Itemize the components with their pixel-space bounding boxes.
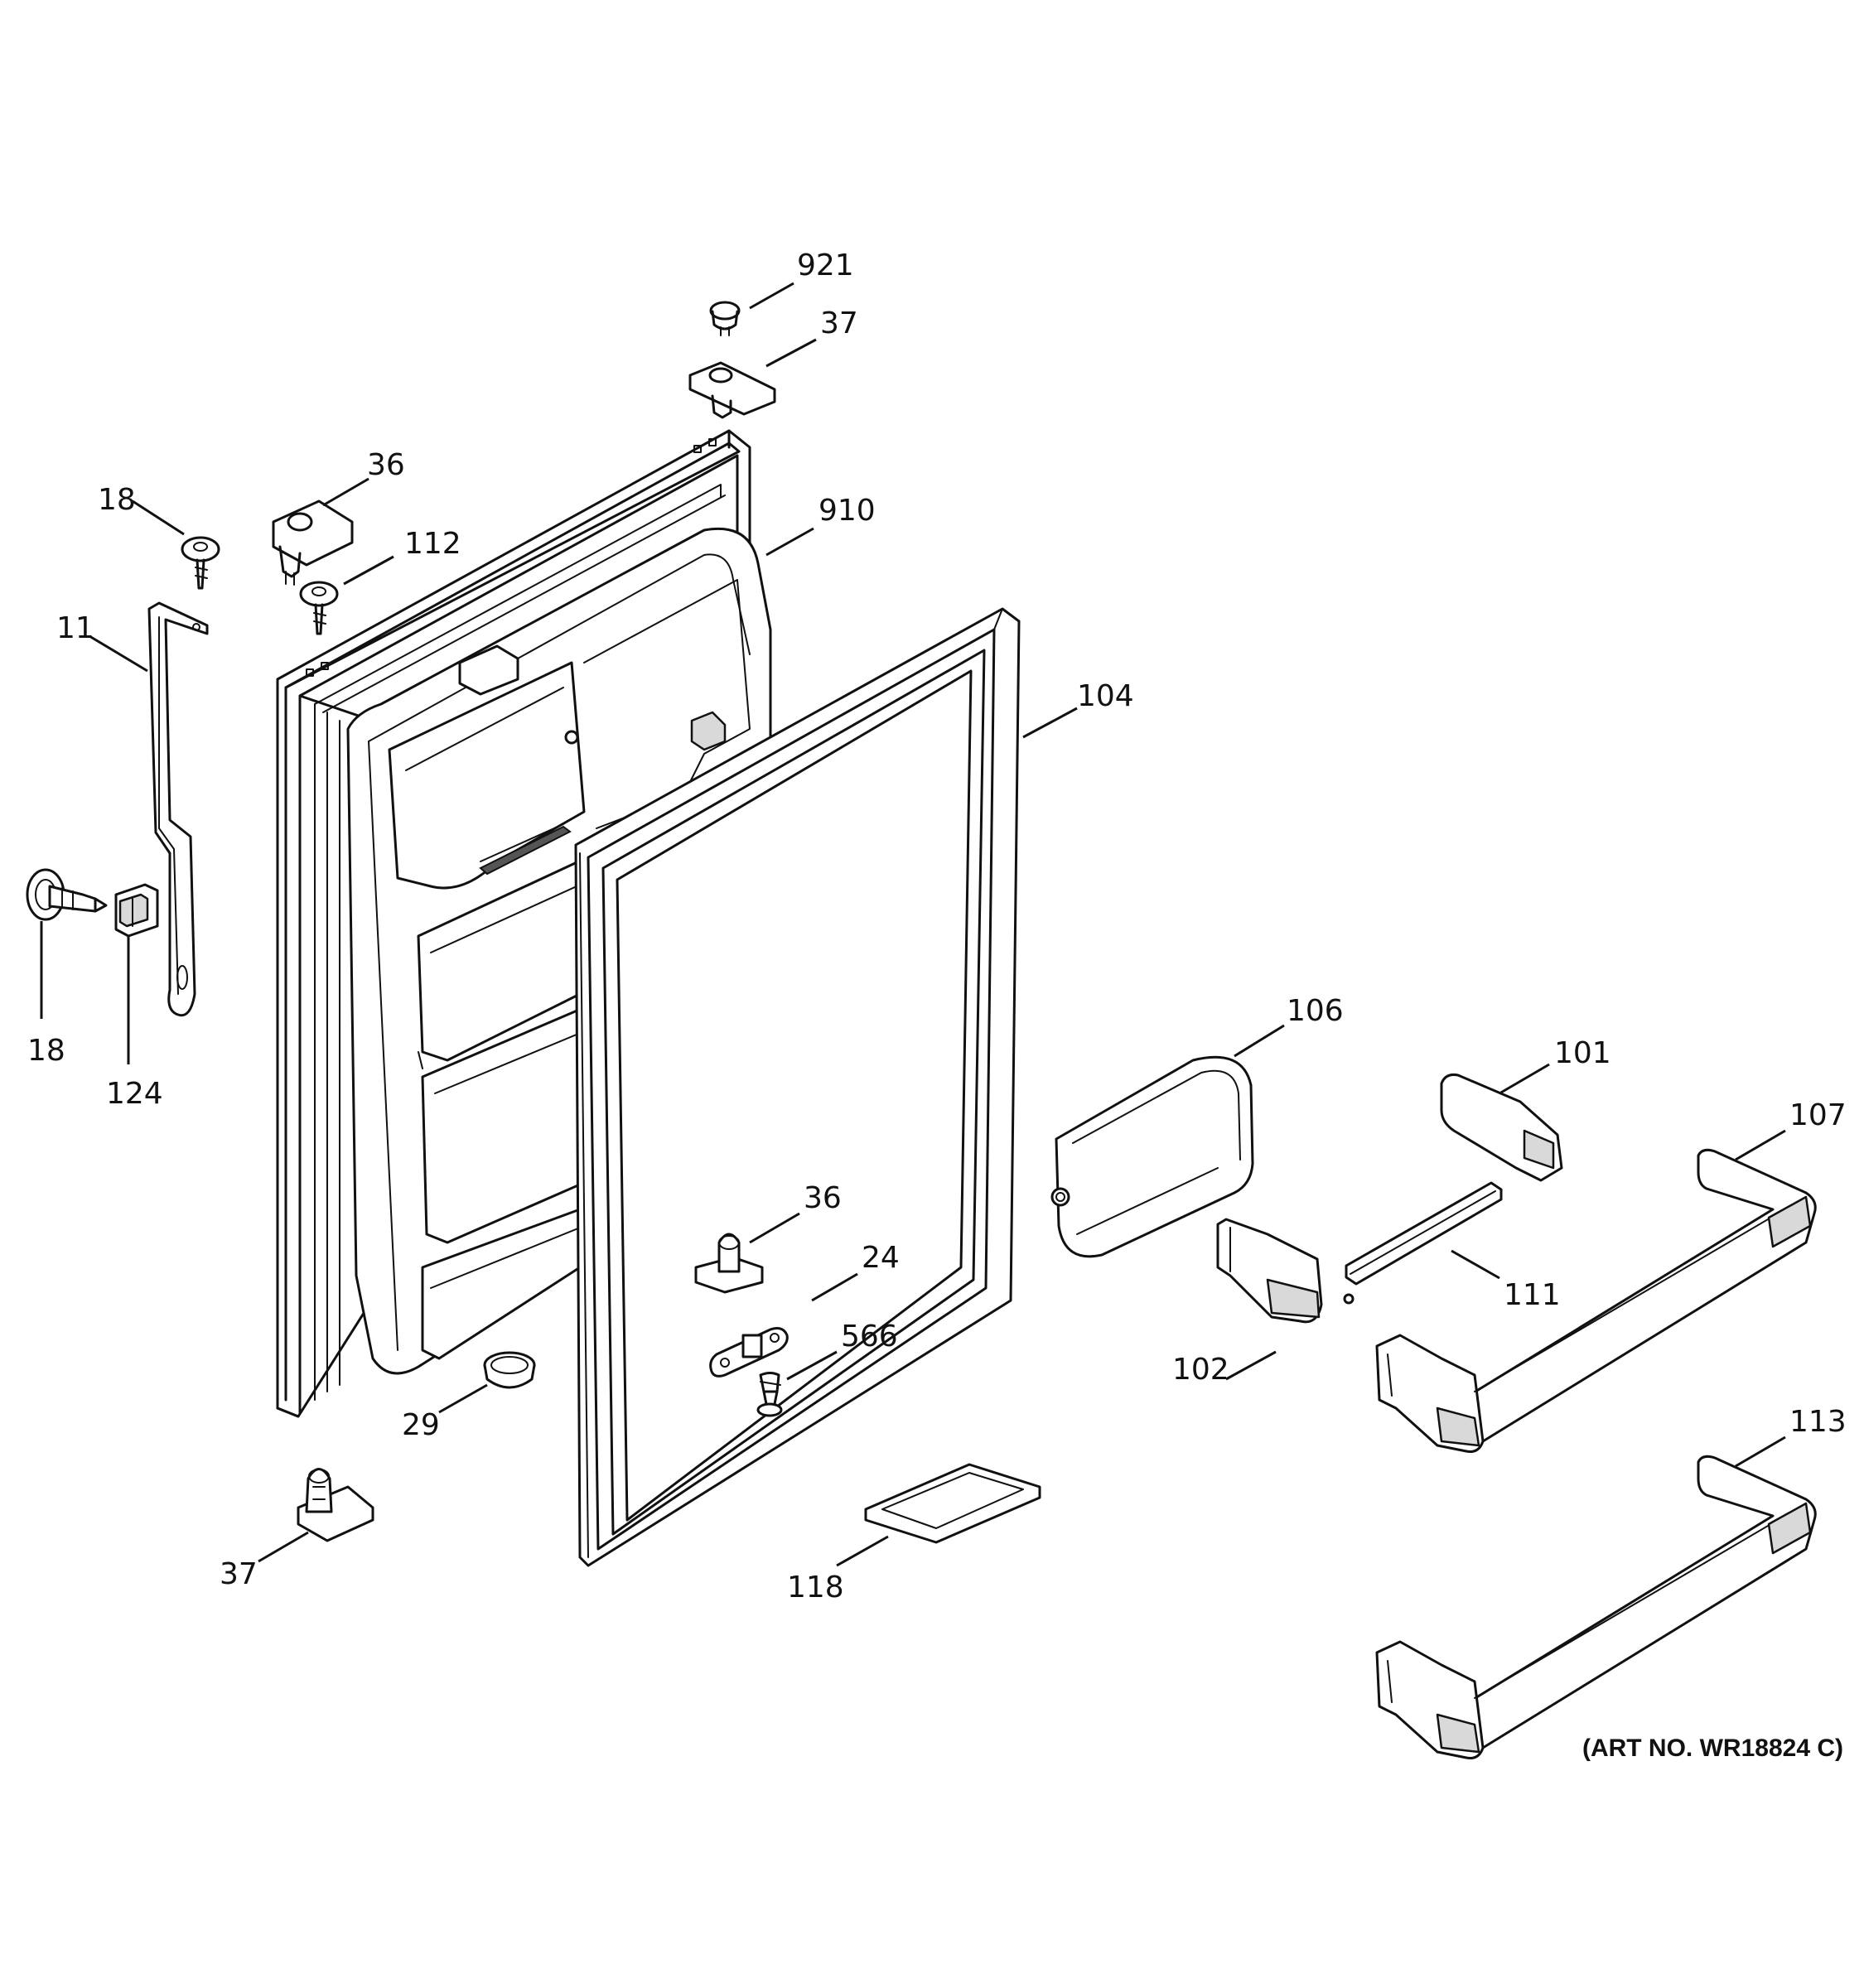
label-18-bottom: 18 [27, 1034, 65, 1068]
handle-clip-part-124 [114, 883, 159, 938]
label-24: 24 [862, 1241, 900, 1275]
label-106: 106 [1287, 994, 1344, 1028]
hinge-plug-part-921 [709, 301, 741, 336]
label-124: 124 [106, 1077, 163, 1111]
label-921: 921 [797, 248, 854, 282]
screw-part-566 [756, 1372, 783, 1417]
bottom-hinge-part-37 [297, 1468, 374, 1542]
plug-part-29 [483, 1351, 536, 1389]
label-102: 102 [1172, 1353, 1229, 1387]
screw-part-18-top [181, 536, 220, 590]
door-bin-part-107 [1375, 1148, 1817, 1453]
label-566: 566 [841, 1320, 898, 1353]
door-gasket-part-104 [574, 607, 1021, 1567]
label-37-bottom: 37 [220, 1557, 258, 1591]
leader-lines [40, 282, 1786, 1567]
label-29: 29 [402, 1408, 440, 1442]
part-number-labels: 921 37 36 18 112 910 11 104 18 124 106 1… [27, 248, 1847, 1604]
door-bin-part-113 [1375, 1455, 1817, 1759]
dairy-cover-part-106 [1050, 1055, 1254, 1258]
screw-part-18-bottom [26, 868, 108, 921]
label-910: 910 [819, 494, 876, 528]
bin-rail-part-111 [1343, 1181, 1503, 1305]
label-36-mid: 36 [804, 1181, 842, 1215]
door-handle-part-11 [147, 601, 209, 1017]
label-107: 107 [1789, 1098, 1847, 1132]
hinge-bracket-part-24 [709, 1327, 789, 1378]
label-11: 11 [56, 611, 94, 645]
label-18-top: 18 [98, 483, 136, 517]
screw-part-112 [299, 581, 339, 635]
top-hinge-part-37 [688, 361, 776, 419]
bin-end-cap-part-101 [1440, 1074, 1563, 1182]
art-number-label: (ART NO. WR18824 C) [1582, 1735, 1843, 1762]
bottom-hinge-part-36 [694, 1233, 764, 1294]
butter-dish-part-118 [864, 1463, 1041, 1544]
label-36-top: 36 [367, 448, 405, 482]
label-101: 101 [1554, 1036, 1611, 1070]
label-112: 112 [404, 527, 461, 561]
label-113: 113 [1789, 1405, 1847, 1439]
label-37-top: 37 [820, 306, 858, 340]
label-104: 104 [1077, 679, 1134, 713]
label-111: 111 [1504, 1278, 1561, 1312]
label-118: 118 [787, 1571, 844, 1604]
top-hinge-part-36 [272, 499, 354, 586]
bin-end-cap-part-102 [1216, 1218, 1323, 1324]
